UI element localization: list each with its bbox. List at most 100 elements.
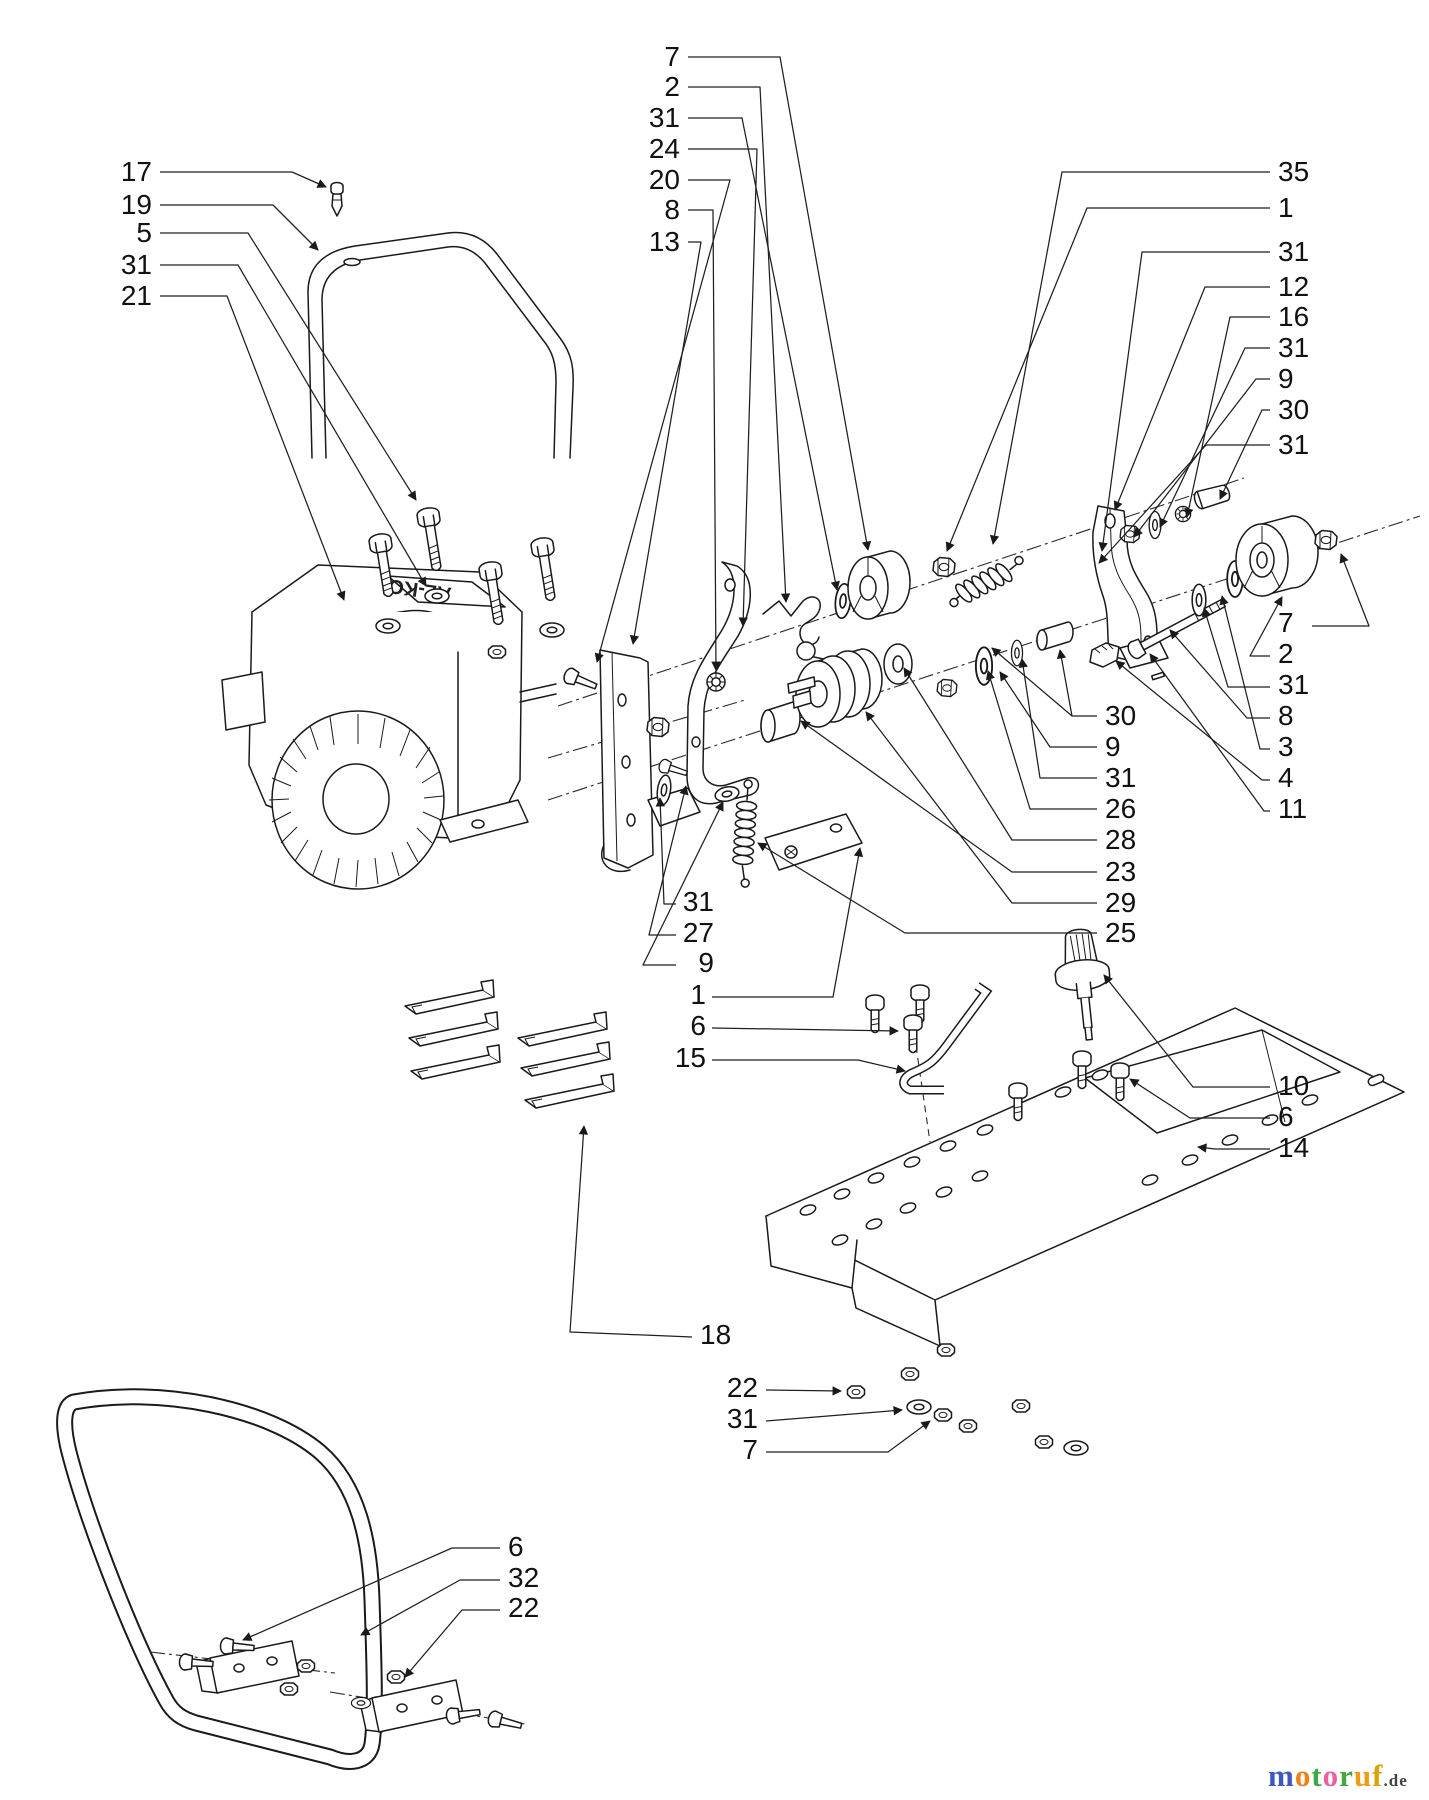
leader-line-part-26 [985,670,1097,810]
leader-line-part-7 [1312,553,1370,627]
washer [375,618,401,634]
part-number-label: 13 [649,226,680,257]
engine-pto-shaft [519,683,557,703]
idler-pulley-group [1235,515,1338,597]
leader-line-part-6 [711,1026,899,1036]
nut [958,1419,978,1433]
part-number-label: 31 [1278,429,1309,460]
spacer-plate [524,1073,615,1109]
nut [1034,1435,1054,1449]
washer-large [974,646,994,686]
leader-line-part-9 [642,801,724,966]
spacer-plate [410,1044,501,1080]
spacer-bolt [1036,621,1074,651]
leader-line-part-31 [1098,444,1270,564]
drive-pulley-group [760,643,913,743]
part-number-label: 31 [121,249,152,280]
ratchet-pawl [1089,642,1120,668]
part-number-label: 7 [1278,607,1294,638]
leader-line-part-31 [655,797,676,905]
nut [932,556,956,578]
carriage-bolt [865,994,885,1034]
part-number-label: 20 [649,164,680,195]
leader-line-part-29 [865,711,1097,904]
pivot-plate [764,813,863,871]
baseplate-cutout [1084,1029,1341,1134]
part-number-label: 7 [742,1434,758,1465]
leader-line-part-2 [1249,596,1283,657]
spacer-plates [404,979,615,1109]
return-spring [732,779,758,888]
engine-mount-foot [439,799,529,843]
part-number-label: 6 [508,1531,524,1562]
nut [936,678,958,698]
leader-line-part-25 [757,842,1097,934]
pin [1150,671,1166,681]
leader-line-part-31 [765,1406,903,1422]
part-number-label: 7 [664,41,680,72]
part-number-label: 29 [1105,887,1136,918]
nut [279,1682,299,1696]
part-number-label: 27 [683,917,714,948]
engine-bolt [415,505,449,573]
tension-spring [942,550,1031,613]
part-number-label: 4 [1278,762,1294,793]
leader-line-part-6 [1129,1078,1270,1119]
leader-line-part-30 [1219,409,1270,500]
leader-line-part-9 [1133,378,1270,538]
part-number-label: 1 [690,979,706,1010]
nut [646,716,670,738]
engine-bolt [529,535,563,603]
leader-line-part-3 [1219,595,1270,750]
baseplate [765,984,1405,1347]
part-number-label: 14 [1278,1132,1309,1163]
part-number-label: 11 [1278,793,1307,824]
upper-assembly-axis [557,477,1245,707]
part-number-label: 26 [1105,793,1136,824]
part-number-label: 31 [1105,762,1136,793]
leader-line-part-13 [629,241,702,645]
belt-guide-wire [762,596,870,672]
part-number-label: 30 [1278,394,1309,425]
part-number-label: 25 [1105,917,1136,948]
washer [1063,1440,1089,1456]
washer [906,1399,932,1415]
part-number-label: 32 [508,1562,539,1593]
leader-line-part-35 [989,171,1270,545]
nut [1011,1399,1031,1413]
pulley-shaft-key [792,690,812,709]
leader-line-part-15 [712,1059,906,1074]
leader-line-part-14 [1197,1143,1270,1153]
part-number-label: 2 [664,71,680,102]
leader-line-part-11 [1149,653,1270,812]
leader-line-part-21 [160,295,346,601]
leader-line-part-27 [648,785,689,936]
part-number-label: 31 [1278,669,1309,700]
leader-line-part-17 [160,171,327,188]
part-number-label: 5 [136,217,152,248]
drive-pulley [787,648,883,728]
hex-bolt [903,1014,923,1054]
leader-line-part-24 [688,148,758,627]
leader-line-part-1 [945,207,1270,552]
push-rivet [330,181,344,217]
part-number-label: 3 [1278,731,1294,762]
lock-nut [933,1408,953,1422]
part-number-label: 31 [683,886,714,917]
handle-bar-group [56,1388,524,1770]
idler-pulley [1235,515,1319,597]
nut [386,1670,406,1684]
leader-line-part-12 [1113,286,1270,511]
nut [1314,529,1338,551]
leader-line-part-8 [688,209,721,671]
leader-line-part-7 [766,1420,931,1453]
part-number-label: 9 [698,947,714,978]
washer [424,588,450,604]
part-number-label: 1 [1278,192,1294,223]
part-number-label: 31 [649,102,680,133]
handle-strap [371,1679,464,1733]
leader-line-part-28 [903,667,1097,841]
washer [350,1696,372,1710]
handle-strap [209,1640,300,1694]
